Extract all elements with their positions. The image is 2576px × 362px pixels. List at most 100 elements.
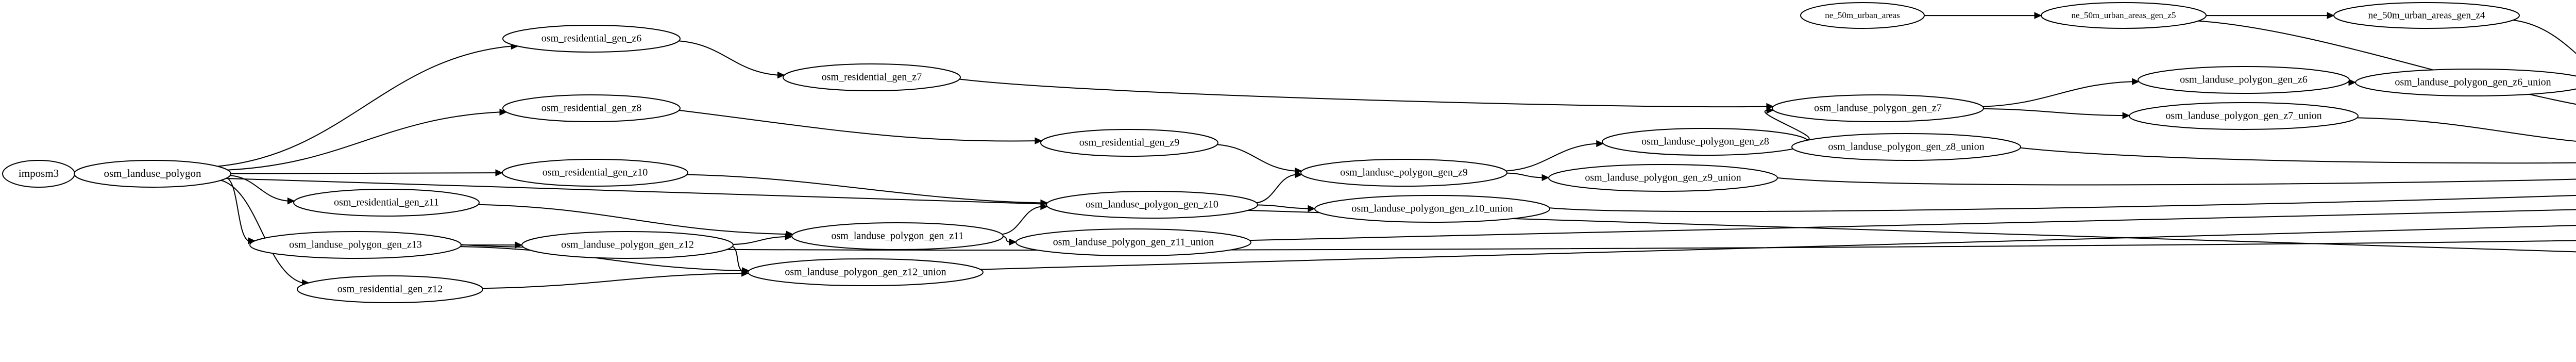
graph-node-osm_residential_gen_z11[interactable]: osm_residential_gen_z11 [293, 189, 480, 217]
edge-path [1257, 204, 1309, 209]
graph-node-osm_landuse_polygon_gen_z7_union[interactable]: osm_landuse_polygon_gen_z7_union [2129, 102, 2359, 130]
node-ellipse [2041, 2, 2207, 29]
node-ellipse [1046, 191, 1258, 219]
edge-arrowhead [2034, 12, 2042, 19]
edge-arrowhead [287, 197, 295, 205]
edge-path [221, 179, 302, 284]
node-ellipse [1015, 228, 1251, 256]
graph-node-osm_landuse_polygon_gen_z8_union[interactable]: osm_landuse_polygon_gen_z8_union [1791, 133, 2021, 161]
edge-path [2198, 20, 2576, 105]
node-ellipse [249, 231, 462, 259]
node-label: osm_landuse_polygon_gen_z6 [2180, 74, 2308, 86]
edge-path [1777, 177, 2576, 186]
graph-edge [2206, 12, 2335, 19]
edge-path [980, 225, 2576, 270]
graph-node-osm_residential_gen_z8[interactable]: osm_residential_gen_z8 [502, 94, 681, 122]
edge-arrowhead [2132, 78, 2140, 85]
graph-node-imposm3[interactable]: imposm3 [2, 160, 75, 188]
graph-edge [1506, 140, 1604, 172]
edge-path [959, 78, 1767, 108]
edge-path [733, 236, 786, 245]
node-ellipse [74, 160, 231, 188]
graph-edge [230, 175, 295, 205]
graph-edge [732, 246, 750, 274]
graph-node-osm_landuse_polygon_gen_z11[interactable]: osm_landuse_polygon_gen_z11 [791, 222, 1004, 250]
edge-arrowhead [1035, 137, 1043, 144]
node-ellipse [1314, 195, 1550, 223]
edge-arrowhead [495, 169, 503, 176]
graph-edge [2198, 20, 2576, 105]
edge-path [230, 172, 496, 174]
graph-node-osm_landuse_polygon_gen_z9[interactable]: osm_landuse_polygon_gen_z9 [1300, 159, 1507, 187]
graph-edge [959, 78, 1774, 110]
edge-path [1982, 81, 2132, 107]
graph-edge [461, 240, 2576, 251]
node-ellipse [2138, 66, 2350, 94]
graph-edge [687, 174, 1048, 207]
edge-arrowhead [499, 108, 507, 116]
edge-arrowhead [1541, 174, 1550, 182]
edge-path [1256, 174, 1296, 204]
graph-edge [679, 40, 785, 79]
node-ellipse [1300, 159, 1507, 187]
graph-node-osm_residential_gen_z6[interactable]: osm_residential_gen_z6 [502, 25, 681, 53]
graph-node-osm_landuse_polygon_gen_z10_union[interactable]: osm_landuse_polygon_gen_z10_union [1314, 195, 1550, 223]
edge-path [2357, 117, 2576, 142]
graph-edge [482, 270, 749, 289]
node-ellipse [297, 275, 483, 303]
graph-edge [230, 169, 503, 176]
edge-arrowhead [1308, 205, 1316, 212]
node-ellipse [293, 189, 480, 217]
graph-node-ne_50m_urban_areas_gen_z4[interactable]: ne_50m_urban_areas_gen_z4 [2333, 2, 2520, 29]
graph-node-osm_landuse_polygon_gen_z10[interactable]: osm_landuse_polygon_gen_z10 [1046, 191, 1258, 219]
graph-node-osm_landuse_polygon_gen_z6_union[interactable]: osm_landuse_polygon_gen_z6_union [2355, 69, 2576, 96]
graph-node-osm_landuse_polygon_gen_z8[interactable]: osm_landuse_polygon_gen_z8 [1602, 128, 1809, 156]
graph-node-osm_residential_gen_z9[interactable]: osm_residential_gen_z9 [1040, 129, 1218, 157]
graph-node-osm_residential_gen_z7[interactable]: osm_residential_gen_z7 [783, 63, 961, 91]
edge-arrowhead [1009, 238, 1017, 246]
node-ellipse [502, 94, 681, 122]
node-label: osm_landuse_polygon_gen_z10 [1086, 199, 1218, 210]
graph-edge [1217, 144, 1302, 175]
edge-path [460, 246, 742, 271]
graph-node-osm_landuse_polygon_gen_z12_union[interactable]: osm_landuse_polygon_gen_z12_union [748, 258, 984, 286]
node-label: osm_landuse_polygon [104, 167, 201, 179]
graph-node-osm_landuse_polygon_gen_z7[interactable]: osm_landuse_polygon_gen_z7 [1772, 94, 1984, 122]
node-ellipse [791, 222, 1004, 250]
graph-edge [1983, 108, 2130, 119]
graph-node-osm_landuse_polygon_gen_z13[interactable]: osm_landuse_polygon_gen_z13 [249, 231, 462, 259]
graph-node-ne_50m_urban_areas_gen_z5[interactable]: ne_50m_urban_areas_gen_z5 [2041, 2, 2207, 29]
graph-node-ne_50m_urban_areas[interactable]: ne_50m_urban_areas [1800, 2, 1925, 29]
edge-path [2020, 147, 2576, 164]
edge-arrowhead [1596, 140, 1604, 147]
edge-path [679, 40, 778, 76]
edge-path [687, 174, 1041, 204]
node-label: osm_landuse_polygon_gen_z7_union [2165, 110, 2321, 122]
edge-path [1983, 108, 2123, 117]
graph-node-osm_landuse_polygon_gen_z6[interactable]: osm_landuse_polygon_gen_z6 [2138, 66, 2350, 94]
graph-edge [1777, 177, 2576, 186]
edge-path [1549, 194, 2576, 212]
edge-path [1002, 206, 1041, 235]
graph-node-osm_landuse_polygon_gen_z9_union[interactable]: osm_landuse_polygon_gen_z9_union [1548, 164, 1778, 192]
node-label: ne_50m_urban_areas_gen_z5 [2072, 10, 2176, 20]
graph-edge [1257, 204, 1316, 212]
node-label: osm_landuse_polygon_gen_z12_union [785, 267, 946, 278]
graph-node-osm_residential_gen_z10[interactable]: osm_residential_gen_z10 [502, 159, 688, 187]
edge-arrowhead [742, 267, 750, 274]
edge-path [461, 240, 2576, 251]
edge-path [1764, 109, 1810, 141]
graph-node-osm_landuse_polygon[interactable]: osm_landuse_polygon [74, 160, 231, 188]
graph-edge [1982, 78, 2140, 107]
node-label: osm_landuse_polygon_gen_z6_union [2395, 77, 2551, 88]
graph-edge [1549, 194, 2576, 212]
graph-node-osm_landuse_polygon_gen_z11_union[interactable]: osm_landuse_polygon_gen_z11_union [1015, 228, 1251, 256]
edge-path [1506, 143, 1597, 172]
edge-path [227, 177, 249, 241]
edge-path [1249, 209, 2576, 241]
graph-node-osm_residential_gen_z12[interactable]: osm_residential_gen_z12 [297, 275, 483, 303]
edge-arrowhead [1295, 171, 1303, 178]
graph-node-osm_landuse_polygon_gen_z12[interactable]: osm_landuse_polygon_gen_z12 [521, 231, 734, 259]
